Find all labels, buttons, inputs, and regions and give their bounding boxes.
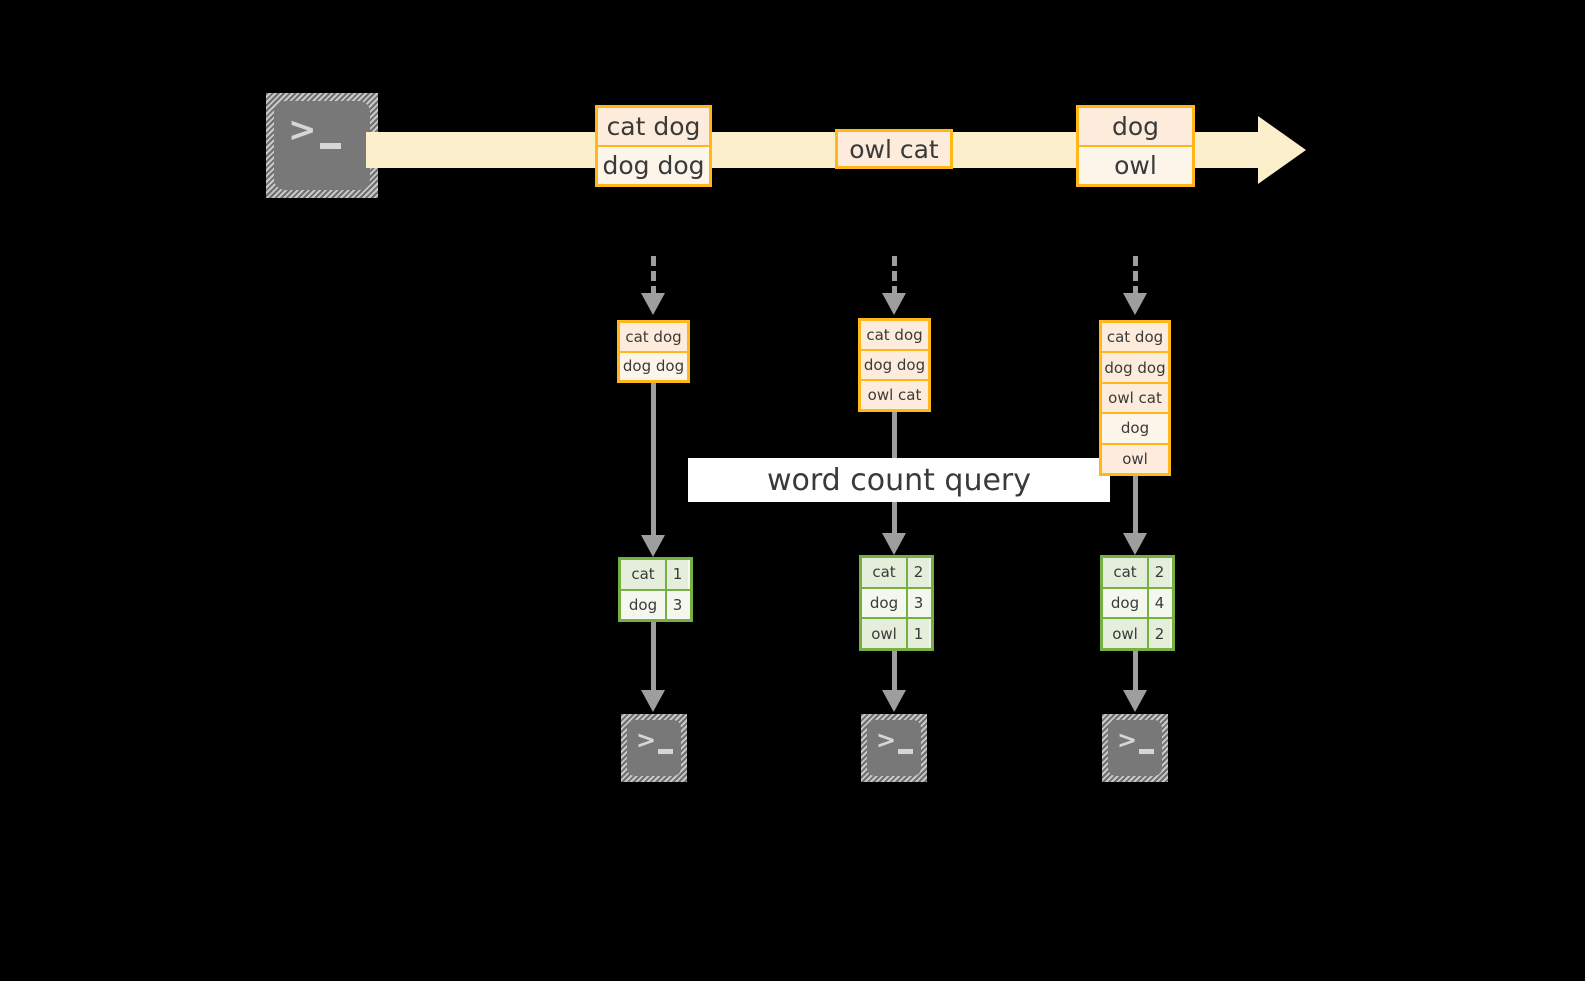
snapshot-input-row: owl cat [1102, 381, 1168, 413]
count-cell: 4 [1149, 588, 1170, 618]
terminal-prompt-icon: > [636, 726, 657, 754]
snapshot-3-sink-connector [1133, 651, 1138, 692]
table-row: cat 2 [1103, 558, 1172, 587]
word-cell: cat [862, 558, 908, 587]
terminal-prompt-icon: > [1117, 726, 1138, 754]
table-row: cat 2 [862, 558, 931, 587]
snapshot-2-query-arrowhead [882, 533, 906, 555]
snapshot-input-row: dog dog [1102, 351, 1168, 382]
snapshot-2-sink-terminal-icon: > [861, 714, 927, 782]
table-row: dog 3 [862, 586, 931, 618]
stream-event-row: dog [1079, 108, 1192, 145]
terminal-cursor-icon [320, 143, 341, 149]
table-row: cat 1 [621, 560, 690, 589]
snapshot-1-sink-terminal-icon: > [621, 714, 687, 782]
terminal-prompt-icon: > [876, 726, 897, 754]
stream-to-snapshot-3-arrowhead [1123, 293, 1147, 315]
event-stream-arrow-head [1258, 116, 1306, 184]
count-cell: 3 [667, 590, 688, 619]
word-count-query-label-text: word count query [766, 462, 1032, 498]
terminal-cursor-icon [898, 749, 913, 754]
terminal-screen: > [274, 101, 370, 190]
snapshot-1-sink-connector [651, 622, 656, 692]
count-cell: 3 [908, 588, 929, 618]
word-cell: cat [1103, 558, 1149, 587]
stream-event-row: owl [1079, 145, 1192, 184]
snapshot-2-result-table: cat 2 dog 3 owl 1 [859, 555, 934, 651]
stream-event-group-3: dog owl [1076, 105, 1195, 187]
stream-to-snapshot-3-connector [1133, 256, 1138, 296]
word-cell: dog [1103, 588, 1149, 618]
snapshot-input-row: dog dog [861, 349, 928, 379]
table-row: owl 2 [1103, 617, 1172, 649]
snapshot-3-sink-arrowhead [1123, 690, 1147, 712]
terminal-cursor-icon [1139, 749, 1154, 754]
snapshot-1-query-arrowhead [641, 535, 665, 557]
snapshot-3-query-connector [1133, 476, 1138, 536]
snapshot-input-row: cat dog [620, 323, 687, 351]
snapshot-input-row: dog [1102, 412, 1168, 443]
source-terminal-icon: > [266, 93, 378, 198]
word-count-query-label: word count query [688, 458, 1110, 502]
snapshot-1-sink-arrowhead [641, 690, 665, 712]
terminal-cursor-icon [658, 749, 673, 754]
count-cell: 2 [1149, 558, 1170, 587]
count-cell: 1 [667, 560, 688, 589]
stream-event-row: dog dog [598, 145, 709, 184]
count-cell: 2 [908, 558, 929, 587]
snapshot-input-row: dog dog [620, 350, 687, 380]
table-row: owl 1 [862, 617, 931, 649]
stream-to-snapshot-1-arrowhead [641, 293, 665, 315]
snapshot-input-row: owl cat [861, 379, 928, 409]
word-cell: owl [862, 619, 908, 649]
stream-to-snapshot-1-connector [651, 256, 656, 296]
table-row: dog 3 [621, 588, 690, 619]
snapshot-2-sink-connector [892, 651, 897, 692]
snapshot-1-result-table: cat 1 dog 3 [618, 557, 693, 622]
snapshot-3-input-box: cat dog dog dog owl cat dog owl [1099, 320, 1171, 476]
stream-event-group-1: cat dog dog dog [595, 105, 712, 187]
snapshot-1-input-box: cat dog dog dog [617, 320, 690, 383]
stream-event-row: owl cat [838, 132, 950, 166]
terminal-prompt-icon: > [288, 110, 317, 150]
terminal-screen: > [627, 720, 681, 776]
word-cell: owl [1103, 619, 1149, 649]
snapshot-3-query-arrowhead [1123, 533, 1147, 555]
snapshot-3-result-table: cat 2 dog 4 owl 2 [1100, 555, 1175, 651]
terminal-screen: > [867, 720, 921, 776]
snapshot-2-input-box: cat dog dog dog owl cat [858, 318, 931, 412]
stream-to-snapshot-2-connector [892, 256, 897, 296]
snapshot-input-row: owl [1102, 442, 1168, 474]
word-cell: cat [621, 560, 667, 589]
stream-event-group-2: owl cat [835, 129, 953, 169]
table-row: dog 4 [1103, 586, 1172, 618]
stream-event-row: cat dog [598, 108, 709, 145]
snapshot-input-row: cat dog [861, 321, 928, 349]
stream-to-snapshot-2-arrowhead [882, 293, 906, 315]
terminal-screen: > [1108, 720, 1162, 776]
word-cell: dog [862, 588, 908, 618]
word-cell: dog [621, 590, 667, 619]
snapshot-input-row: cat dog [1102, 323, 1168, 352]
snapshot-3-sink-terminal-icon: > [1102, 714, 1168, 782]
count-cell: 2 [1149, 619, 1170, 649]
snapshot-2-sink-arrowhead [882, 690, 906, 712]
count-cell: 1 [908, 619, 929, 649]
snapshot-1-query-connector [651, 383, 656, 538]
